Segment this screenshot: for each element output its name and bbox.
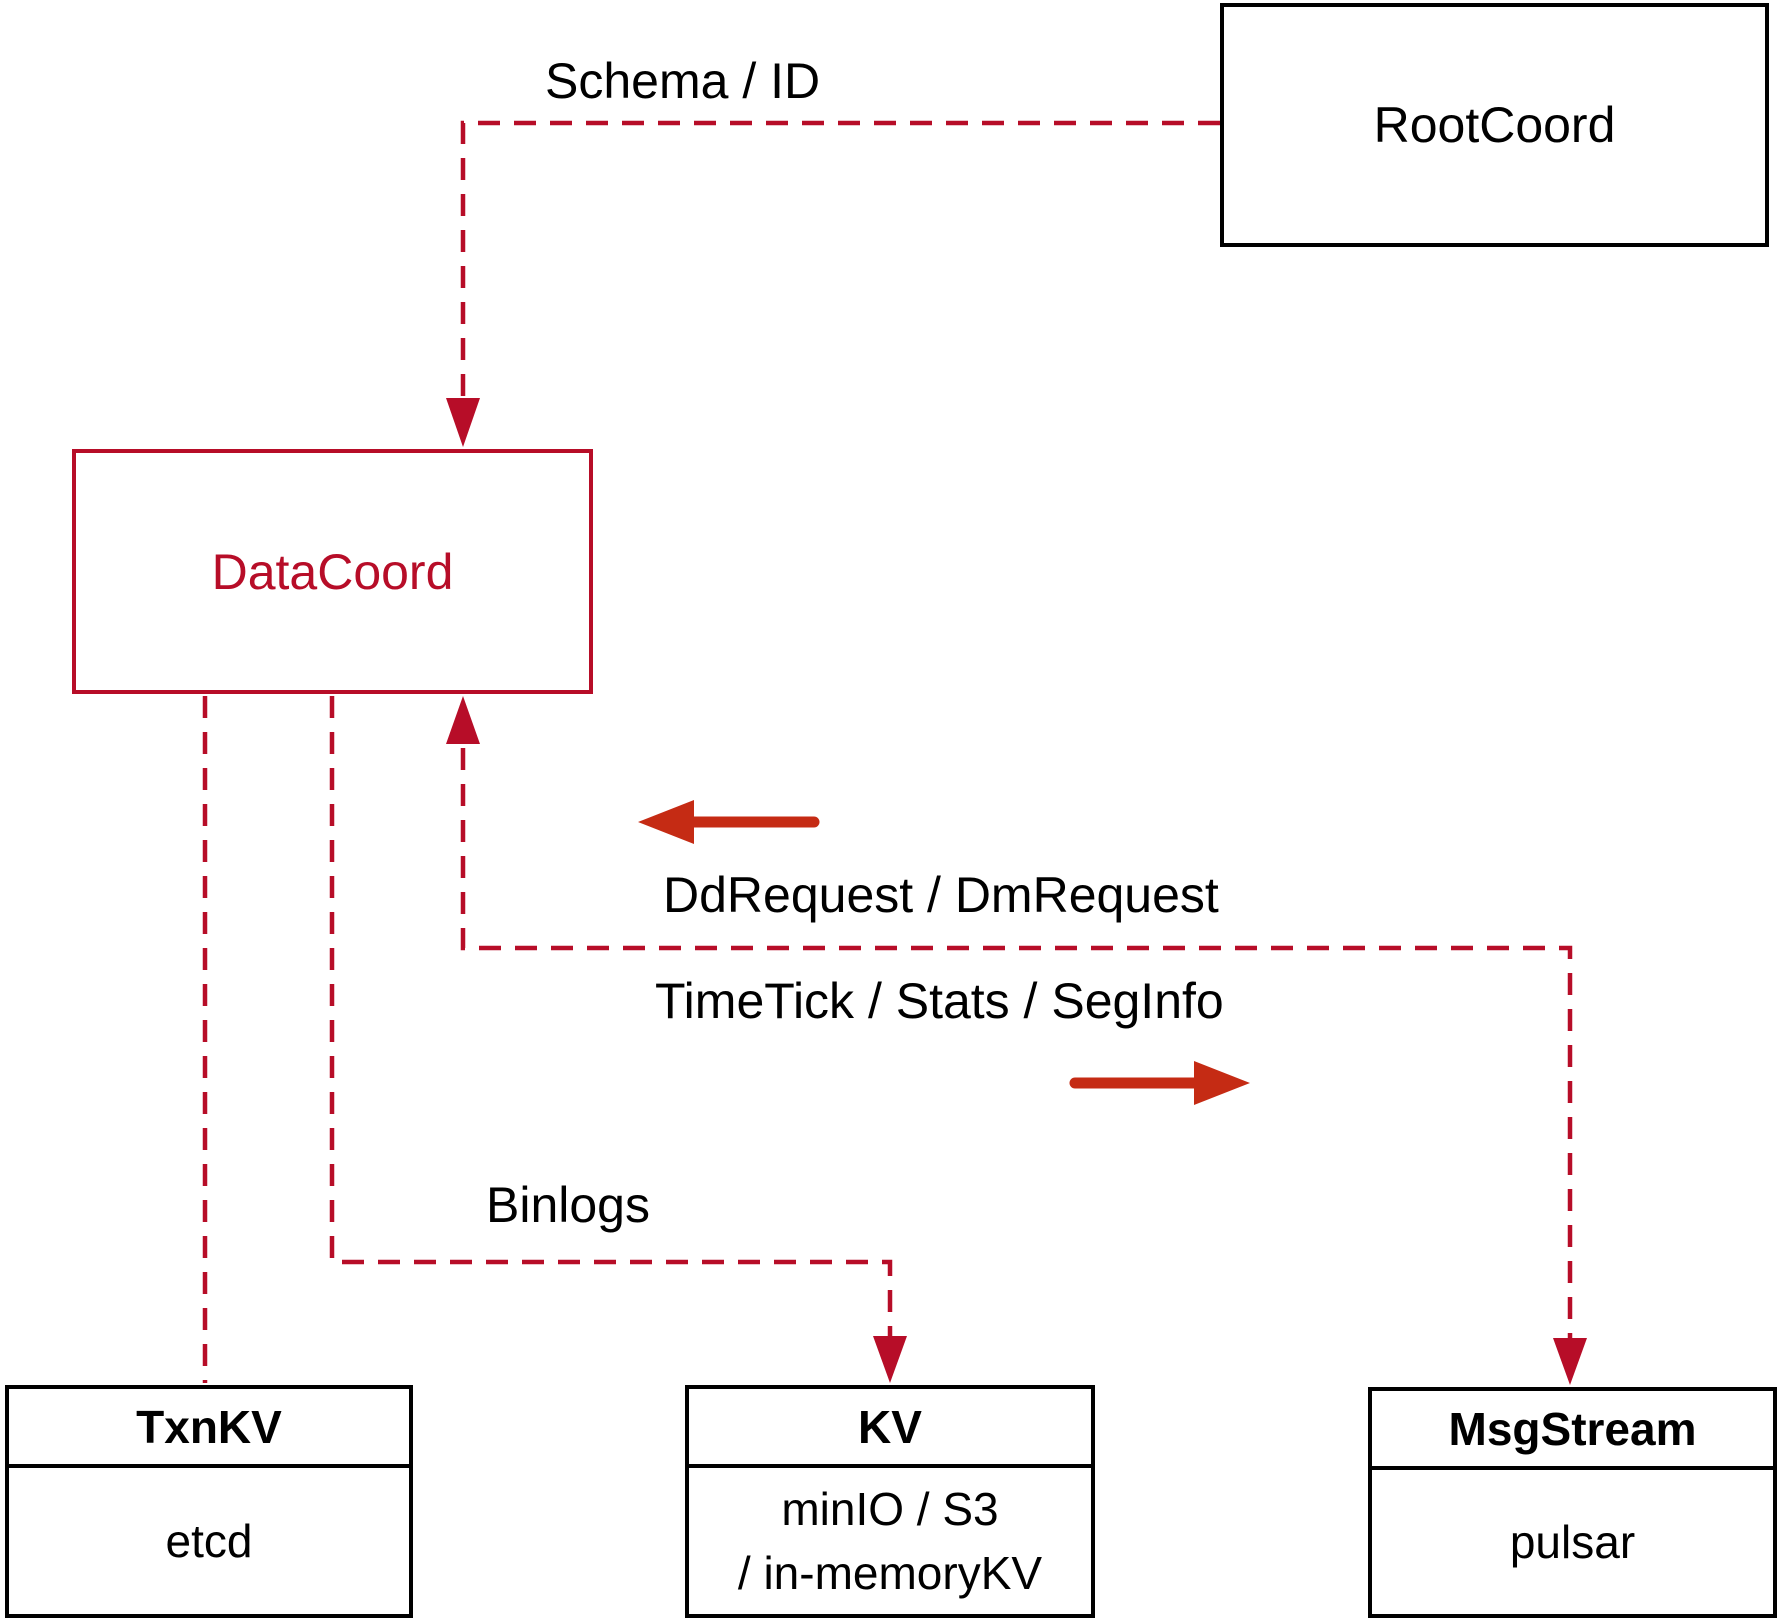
node-msgstream: MsgStream pulsar [1368, 1387, 1777, 1618]
right-direction-arrow-icon [1194, 1061, 1250, 1105]
edge-label-timetick: TimeTick / Stats / SegInfo [655, 973, 1224, 1029]
node-txnkv-body: etcd [165, 1515, 253, 1567]
node-rootcoord: RootCoord [1220, 3, 1769, 247]
edge-main-line [460, 748, 1573, 1338]
left-direction-arrow-icon [638, 800, 694, 844]
node-kv-body-line2: / in-memoryKV [737, 1547, 1043, 1599]
node-txnkv: TxnKV etcd [5, 1385, 413, 1618]
node-kv: KV minIO / S3 / in-memoryKV [685, 1385, 1095, 1618]
node-rootcoord-label: RootCoord [1373, 97, 1616, 153]
node-msgstream-title: MsgStream [1372, 1391, 1773, 1470]
node-msgstream-body: pulsar [1509, 1516, 1636, 1568]
edge-label-schema-id: Schema / ID [545, 53, 821, 109]
edge-main-arrowhead-up-icon [446, 696, 480, 744]
node-txnkv-title: TxnKV [9, 1389, 409, 1468]
edge-main-arrowhead-down-icon [1553, 1338, 1587, 1385]
node-kv-title: KV [689, 1389, 1091, 1468]
edge-schema-id-line [460, 120, 1220, 398]
node-datacoord: DataCoord [72, 449, 593, 694]
edge-label-binlogs: Binlogs [486, 1177, 650, 1233]
edge-label-ddrequest: DdRequest / DmRequest [663, 867, 1219, 923]
node-datacoord-label: DataCoord [211, 543, 454, 600]
edge-schema-id-arrowhead-icon [446, 398, 480, 447]
node-kv-body-line1: minIO / S3 [781, 1483, 999, 1535]
edge-binlogs-line [329, 696, 893, 1336]
edge-binlogs-arrowhead-icon [873, 1336, 907, 1383]
